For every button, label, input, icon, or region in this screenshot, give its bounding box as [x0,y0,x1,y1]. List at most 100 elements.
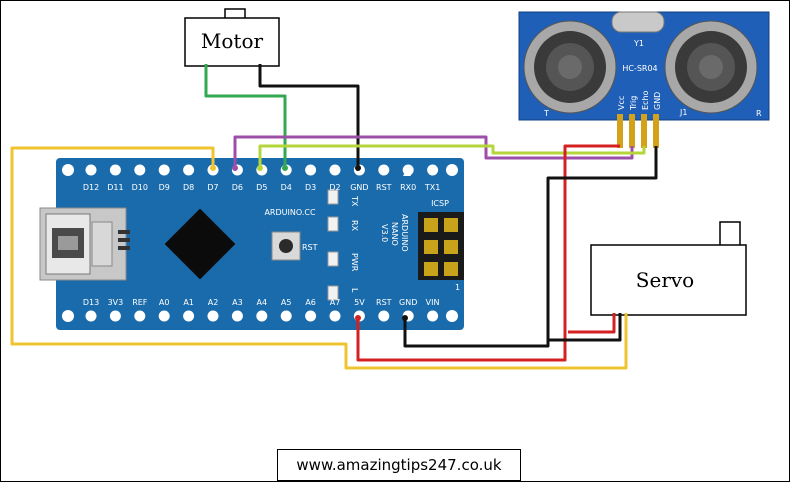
website-url[interactable]: www.amazingtips247.co.uk [277,449,521,481]
bottom-pin-label: VIN [426,298,440,307]
sensor-pin-gnd-label: GND [653,92,662,110]
top-pin-hole [402,164,414,176]
transducer-right [664,20,758,114]
top-pin-hole [329,164,341,176]
bottom-pin-hole [256,310,268,322]
led-label-tx: TX [350,195,359,207]
brand-label: ARDUINO.CC [264,208,315,217]
wire-sensor-vcc-5v [356,144,620,362]
sensor-pin-trig-label: Trig [629,96,638,111]
board-pcb [56,158,464,330]
ultrasonic-sensor: Y1 HC-SR04 T R J1 Vcc Trig Echo GND [518,11,770,148]
sensor-j1-label: J1 [679,108,687,117]
bottom-pin-hole [109,310,121,322]
top-pin-label: D8 [183,183,194,192]
wire-servo-vcc [568,313,616,334]
motor-label: Motor [201,29,264,53]
top-pin-hole [134,164,146,176]
servo: Servo [590,221,747,316]
reset-button[interactable] [271,231,301,261]
sensor-r-marker: R [756,109,762,118]
mcu-chip [164,208,236,280]
icsp-label: ICSP [431,199,449,208]
led-label-pwr: PWR [350,253,359,272]
wire-motor-d4 [204,64,287,168]
bottom-pin-label: D13 [83,298,99,307]
top-pin-label: D3 [305,183,316,192]
sensor-model-label: HC-SR04 [622,64,657,73]
model-line-2: NANO [390,222,399,246]
motor: Motor [184,8,280,67]
status-leds [327,189,339,301]
sensor-t-marker: T [543,109,549,118]
arduino-nano-board: RST ARDUINO.CC TX RX PWR L ARDUINO NANO … [39,158,464,330]
sensor-pin-echo-label: Echo [641,90,650,110]
wire-sensor-gnd [403,146,658,348]
top-pin-label: RST [376,183,392,192]
top-pin-hole [305,164,317,176]
model-line-1: ARDUINO [400,214,409,252]
top-pin-label: D12 [83,183,99,192]
wires [10,64,658,370]
icsp-pin1-label: 1 [455,283,460,292]
bottom-pin-label: A6 [305,298,316,307]
bottom-pin-label: A2 [208,298,219,307]
bottom-pin-hole [329,310,341,322]
bottom-pin-label: 5V [354,298,365,307]
top-pin-hole [427,164,439,176]
top-pin-label: GND [350,183,368,192]
sensor-header-pins [617,114,659,148]
crystal [611,11,665,33]
icsp-header [418,212,464,280]
usb-connector [39,207,130,281]
top-pin-label: D6 [232,183,243,192]
top-pin-label: D10 [132,183,148,192]
bottom-pin-label: REF [132,298,148,307]
bottom-pin-label: A1 [183,298,194,307]
bottom-pin-label: A5 [281,298,292,307]
crystal-label: Y1 [633,39,644,48]
top-pin-hole [378,164,390,176]
wire-terminals [210,165,408,321]
wire-servo-gnd [548,313,622,342]
top-pin-hole [158,164,170,176]
bottom-pin-label: A3 [232,298,243,307]
top-pin-label: D11 [107,183,123,192]
model-line-3: V3.0 [380,224,389,242]
bottom-pin-hole [134,310,146,322]
transducer-left [523,20,617,114]
bottom-pin-hole [280,310,292,322]
bottom-pin-label: A4 [257,298,268,307]
bottom-pin-hole [158,310,170,322]
servo-body [590,244,747,316]
bottom-pin-hole [207,310,219,322]
led-label-l: L [350,288,359,293]
top-pin-label: D7 [207,183,218,192]
wire-motor-gnd [258,64,360,168]
top-pin-hole [183,164,195,176]
bottom-pin-hole [85,310,97,322]
bottom-pin-label: A7 [330,298,341,307]
bottom-pin-label: RST [376,298,392,307]
wire-servo-d7 [10,146,628,370]
bottom-pin-hole [305,310,317,322]
top-pin-hole [85,164,97,176]
wire-echo-d5 [258,144,646,168]
bottom-pin-label: GND [399,298,417,307]
servo-label: Servo [636,268,694,292]
top-pin-label: D4 [281,183,292,192]
top-pin-label: D9 [159,183,170,192]
bottom-pin-label: A0 [159,298,170,307]
led-label-rx: RX [350,220,359,232]
bottom-pin-hole [183,310,195,322]
top-pin-label: D2 [329,183,340,192]
servo-horn [719,221,741,247]
bottom-pin-hole [231,310,243,322]
rst-button-label: RST [302,243,318,252]
top-pin-label: D5 [256,183,267,192]
bottom-pin-hole [427,310,439,322]
bottom-pin-label: 3V3 [108,298,124,307]
